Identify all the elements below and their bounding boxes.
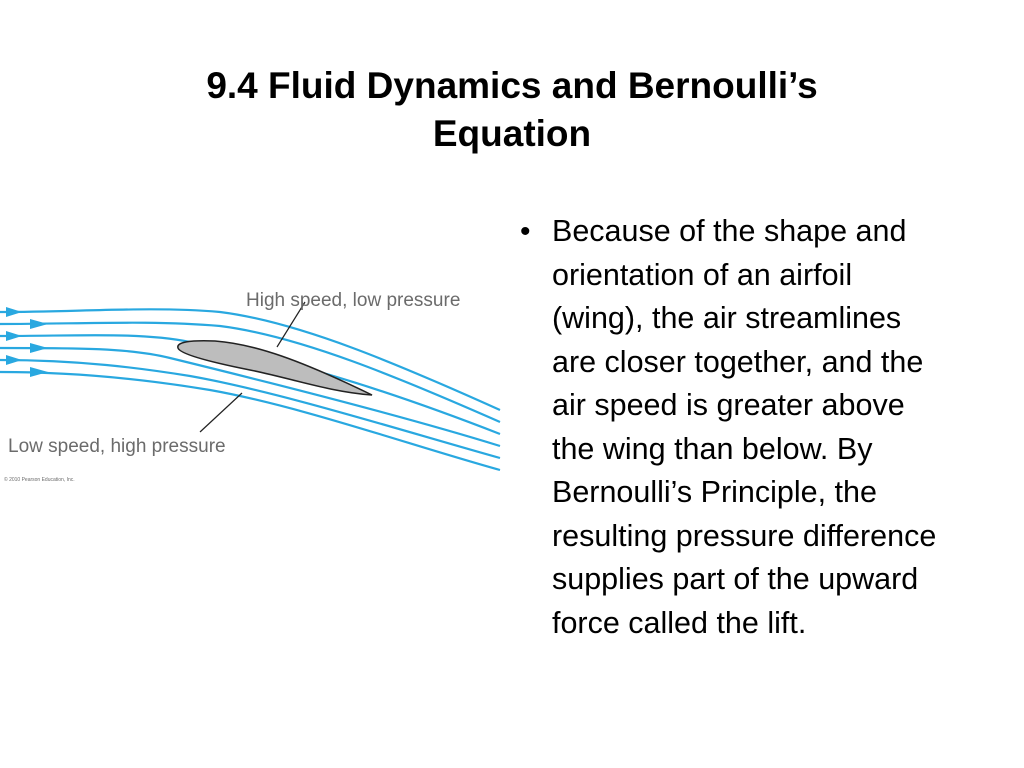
flow-arrow-3 (6, 331, 22, 341)
bullet-line: orientation of an airfoil (552, 257, 853, 292)
flow-arrow-6 (30, 367, 48, 377)
airfoil-shape (177, 340, 373, 396)
airfoil-diagram: High speed, low pressure Low speed, high… (0, 290, 501, 483)
bullet-line: resulting pressure difference (552, 518, 937, 553)
bottom-label-leader-line (199, 392, 243, 433)
streamline-5 (0, 358, 501, 460)
flow-arrow-4 (30, 343, 48, 353)
copyright-text: © 2010 Pearson Education, Inc. (4, 476, 75, 483)
bullet-line: (wing), the air streamlines (552, 301, 902, 335)
flow-arrow-5 (6, 355, 22, 365)
flow-arrow-2 (30, 319, 48, 329)
bullet-line: the wing than below. By (552, 431, 873, 466)
low-speed-label: Low speed, high pressure (8, 436, 226, 457)
slide-title-line-1: 9.4 Fluid Dynamics and Bernoulli’s (206, 65, 818, 106)
streamline-2 (0, 321, 501, 424)
bullet-text: Because of the shape and orientation of … (552, 210, 1020, 645)
flow-arrows (6, 307, 48, 377)
bullet-line: Because of the shape and (552, 214, 907, 248)
high-speed-label: High speed, low pressure (246, 290, 460, 311)
streamline-6 (0, 370, 501, 472)
bullet-line: force called the lift. (552, 605, 807, 640)
top-label-leader-line (276, 301, 306, 348)
slide-title: 9.4 Fluid Dynamics and Bernoulli’s Equat… (100, 62, 924, 158)
slide-title-line-2: Equation (432, 113, 592, 154)
flow-arrow-1 (6, 307, 22, 317)
bullet-line: supplies part of the upward (552, 562, 919, 596)
bullet-list: • Because of the shape and orientation o… (520, 210, 1020, 645)
bullet-marker: • (520, 215, 531, 248)
bullet-line: air speed is greater above (552, 388, 905, 422)
streamline-1 (0, 308, 501, 412)
streamline-4 (0, 346, 501, 448)
bullet-line: Bernoulli’s Principle, the (552, 475, 877, 509)
airfoil-figure: High speed, low pressure Low speed, high… (0, 280, 510, 490)
bullet-line: are closer together, and the (552, 344, 924, 379)
